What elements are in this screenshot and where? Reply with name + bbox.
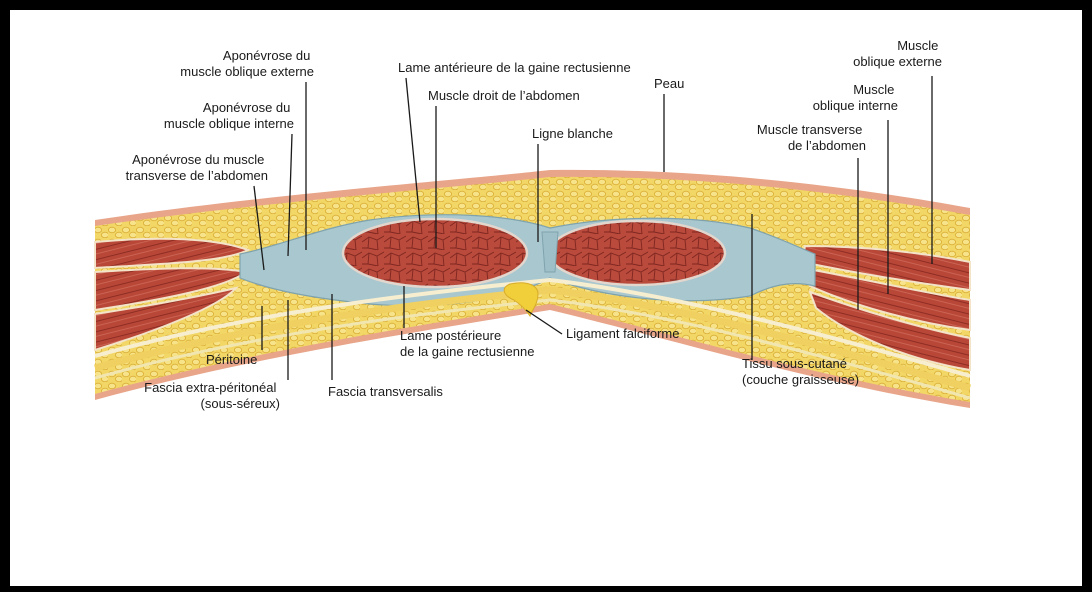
- label-aponevrose-oblique-externe: Aponévrose du muscle oblique externe: [180, 48, 314, 79]
- label-peritoine: Péritoine: [206, 352, 257, 367]
- label-ligne-blanche: Ligne blanche: [532, 126, 613, 141]
- label-muscle-oblique-externe: Muscle oblique externe: [853, 38, 942, 69]
- label-muscle-transverse: Muscle transverse de l’abdomen: [757, 122, 866, 153]
- label-fascia-extra-peritoneal: Fascia extra-péritonéal (sous-séreux): [144, 380, 280, 411]
- label-peau: Peau: [654, 76, 684, 91]
- label-lame-anterieure: Lame antérieure de la gaine rectusienne: [398, 60, 631, 75]
- figure-frame: Aponévrose du muscle oblique externe Apo…: [10, 10, 1082, 586]
- abdominal-wall-cross-section-diagram: Aponévrose du muscle oblique externe Apo…: [10, 10, 1082, 586]
- leader-ligament-falciforme: [526, 310, 562, 334]
- label-muscle-oblique-interne: Muscle oblique interne: [813, 82, 898, 113]
- left-rectus-abdominis-muscle: [343, 219, 527, 287]
- label-aponevrose-oblique-interne: Aponévrose du muscle oblique interne: [164, 100, 294, 131]
- label-lame-posterieure: Lame postérieure de la gaine rectusienne: [400, 328, 534, 359]
- label-tissu-sous-cutane: Tissu sous-cutané (couche graisseuse): [742, 356, 859, 387]
- label-fascia-transversalis: Fascia transversalis: [328, 384, 443, 399]
- linea-alba: [542, 232, 558, 272]
- right-rectus-abdominis-muscle: [549, 221, 725, 285]
- label-aponevrose-transverse: Aponévrose du muscle transverse de l’abd…: [126, 152, 268, 183]
- label-ligament-falciforme: Ligament falciforme: [566, 326, 679, 341]
- label-muscle-droit: Muscle droit de l’abdomen: [428, 88, 580, 103]
